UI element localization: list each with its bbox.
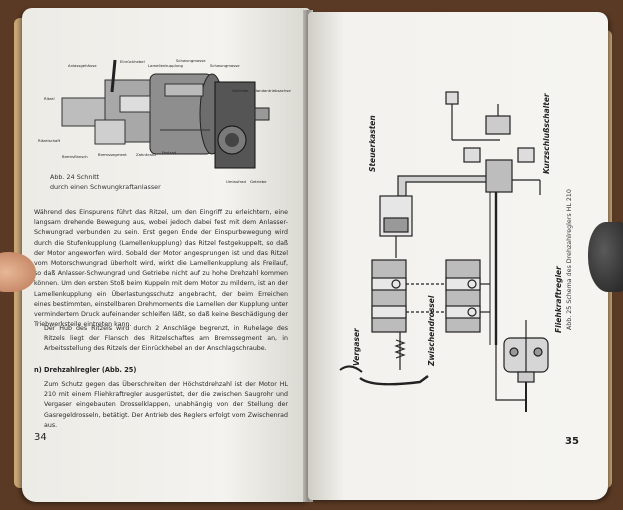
label-festrad: Festrad xyxy=(162,150,177,155)
label-handantrieb: Handantriebsachse xyxy=(254,88,291,93)
starter-body xyxy=(61,59,270,169)
label-ritzelschaft: Ritzelschaft xyxy=(38,138,61,143)
label-steuerkasten: Steuerkasten xyxy=(368,115,377,172)
right-thumb xyxy=(588,222,623,292)
label-anlasser: Anlassgehäuse xyxy=(68,63,97,68)
label-lamelle: Lamellenkupplung xyxy=(148,63,184,68)
body-paragraph-2: Der Hub des Ritzels wird durch 2 Anschlä… xyxy=(44,325,288,353)
figure-caption-line-1: Abb. 24 Schnitt xyxy=(50,173,100,181)
page-number-left: 34 xyxy=(34,432,47,443)
body-paragraph-3: Zum Schutz gegen das Überschreiten der H… xyxy=(44,381,288,429)
body-paragraph-1: Während des Einspurens führt das Ritzel,… xyxy=(34,209,288,329)
label-einrueck: Einrückhebel xyxy=(120,59,145,64)
label-vergaser: Vergaser xyxy=(352,328,361,366)
label-bremsflansch: Bremsflansch xyxy=(62,154,88,159)
label-bremssegment: Bremssegment xyxy=(98,152,127,157)
label-fliehkraftregler: Fliehkraftregler xyxy=(554,266,563,333)
label-kurzschlussschalter: Kurzschlußschalter xyxy=(542,93,551,174)
label-ritzel: Ritzel xyxy=(44,96,55,101)
label-umlaufrad: Umlaufrad xyxy=(226,179,246,184)
label-getriebe: Getriebe xyxy=(232,88,249,93)
figure-caption-right: Abb. 25 Schema des Drehzahlreglers HL 21… xyxy=(566,189,573,330)
left-hand xyxy=(0,252,36,292)
label-schwungmasse-2: Schwungmasse xyxy=(210,63,240,68)
figure-caption-left: Abb. 24 Schnitt durch einen Schwungkraft… xyxy=(50,172,161,192)
page-number-right: 35 xyxy=(565,436,579,447)
label-getriebe-2: Getriebe xyxy=(250,179,267,184)
section-heading: n) Drehzahlregler (Abb. 25) xyxy=(34,366,137,374)
label-zwischendrossel: Zwischendrossel xyxy=(427,295,436,366)
figure-caption-line-2: durch einen Schwungkraftanlasser xyxy=(50,183,161,191)
label-zahnkranz: Zahnkranz xyxy=(136,152,156,157)
label-schwungmasse: Schwungmasse xyxy=(176,58,206,63)
